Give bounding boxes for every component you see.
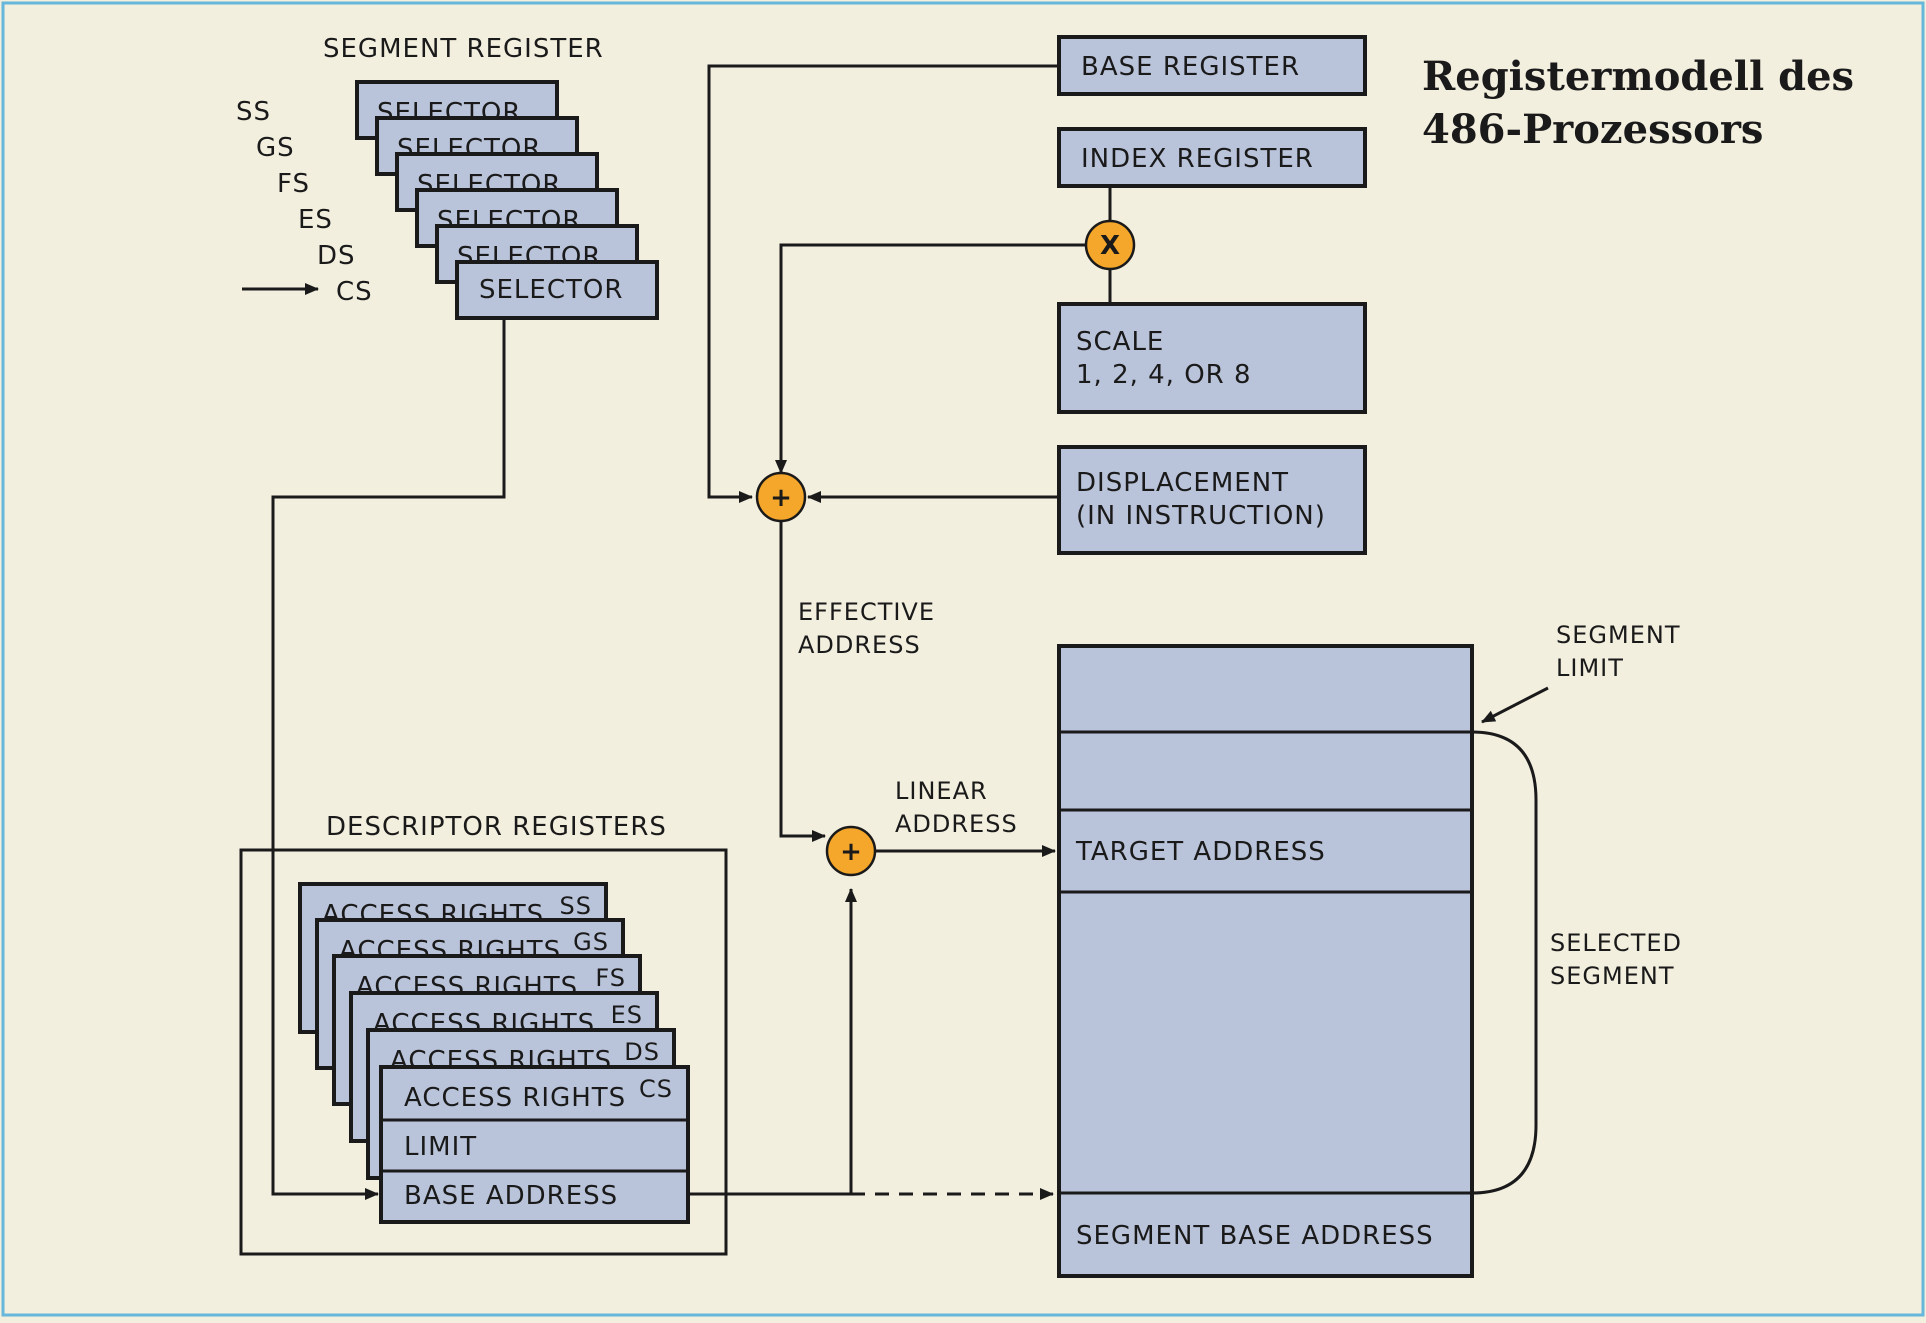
displacement: DISPLACEMENT (IN INSTRUCTION) [1057,445,1367,555]
segment-register-stack: SELECTOR SELECTOR SELECTOR SELECTOR SELE… [355,80,659,320]
descriptor-stack: ACCESS RIGHTS SS ACCESS RIGHTS GS ACCESS… [298,882,690,1224]
selected-segment-label-2: SEGMENT [1550,962,1674,990]
selector-cs: SELECTOR [455,260,659,320]
scaled-index-to-adder-line [775,243,1088,474]
cs-base-address: BASE ADDRESS [404,1181,618,1211]
svg-text:SCALE: SCALE [1076,327,1164,357]
svg-text:GS: GS [573,928,609,956]
svg-text:(IN INSTRUCTION): (IN INSTRUCTION) [1076,501,1326,531]
svg-text:FS: FS [595,964,626,992]
cs-limit: LIMIT [404,1132,477,1162]
linear-address-label-2: ADDRESS [895,810,1018,838]
seg-name-fs: FS [277,169,310,199]
selected-segment-label-1: SELECTED [1550,929,1682,957]
segment-limit-label-2: LIMIT [1556,654,1624,682]
svg-text:ES: ES [611,1001,643,1029]
selector-to-descriptor-line [271,318,506,1200]
segment-register-heading: SEGMENT REGISTER [323,34,604,64]
memory-segment: TARGET ADDRESS SEGMENT BASE ADDRESS [1057,644,1474,1278]
descriptor-registers-heading: DESCRIPTOR REGISTERS [326,812,667,842]
effective-to-linear-line [779,521,826,842]
seg-name-ds: DS [317,241,356,271]
effective-address-adder: + [755,471,807,523]
svg-text:X: X [1100,231,1120,261]
effective-address-label-1: EFFECTIVE [798,598,935,626]
svg-text:+: + [840,837,862,867]
scale-register: SCALE 1, 2, 4, OR 8 [1057,302,1367,414]
seg-name-es: ES [298,205,333,235]
descriptor-registers-frame [239,848,728,1256]
target-address-label: TARGET ADDRESS [1075,837,1326,867]
base-address-to-adder-line [688,888,857,1196]
multiply-operator: X [1084,219,1136,271]
selected-segment-bracket [1471,730,1538,1195]
title-line-1: Registermodell des [1422,53,1854,100]
effective-address-label-2: ADDRESS [798,631,921,659]
svg-text:+: + [770,483,792,513]
segment-limit-arrow [1481,686,1549,724]
svg-text:DISPLACEMENT: DISPLACEMENT [1076,468,1289,498]
linear-address-label-1: LINEAR [895,777,988,805]
svg-text:SS: SS [560,892,592,920]
seg-name-gs: GS [256,133,295,163]
svg-text:SELECTOR: SELECTOR [479,275,623,305]
svg-text:1, 2, 4, OR 8: 1, 2, 4, OR 8 [1076,360,1252,390]
linear-address-adder: + [825,825,877,877]
title-line-2: 486-Prozessors [1422,106,1763,153]
base-to-adder-line [707,64,1059,503]
segment-register-names: SS GS FS ES DS CS [236,97,373,307]
descriptor-cs: ACCESS RIGHTS CS LIMIT BASE ADDRESS [379,1065,690,1224]
segment-limit-label-1: SEGMENT [1556,621,1680,649]
svg-text:BASE REGISTER: BASE REGISTER [1081,52,1300,82]
index-register: INDEX REGISTER [1057,127,1367,188]
seg-name-ss: SS [236,97,271,127]
cs-descriptor-name: CS [639,1075,673,1103]
base-register: BASE REGISTER [1057,35,1367,96]
svg-text:DS: DS [624,1038,660,1066]
seg-name-cs: CS [336,277,373,307]
cs-access-rights: ACCESS RIGHTS [404,1083,626,1113]
segment-base-address-label: SEGMENT BASE ADDRESS [1076,1221,1434,1251]
svg-text:INDEX REGISTER: INDEX REGISTER [1081,144,1314,174]
